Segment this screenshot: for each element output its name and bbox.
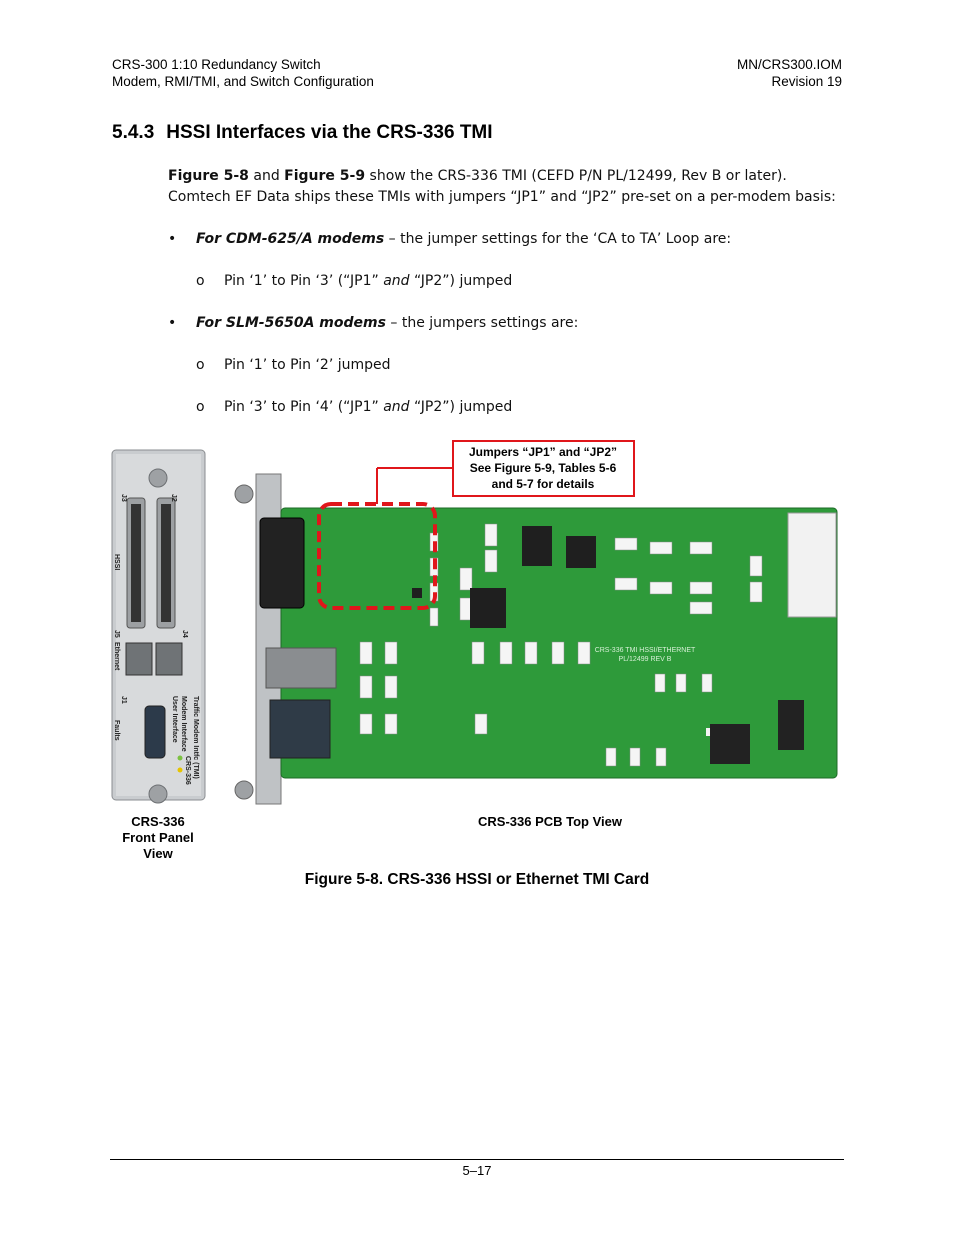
- label-j4: J4: [181, 630, 188, 638]
- intro-paragraph: Figure 5-8 and Figure 5-9 show the CRS-3…: [168, 166, 838, 208]
- sub-bullet-marker: o: [196, 399, 205, 415]
- header-doc-number: MN/CRS300.IOM: [736, 57, 842, 72]
- header-doc-title: CRS-300 1:10 Redundancy Switch: [112, 57, 321, 72]
- label-j5: J5: [113, 630, 120, 638]
- sub-text-a: Pin ‘1’ to Pin ‘2’ jumped: [224, 357, 391, 373]
- bullet-slm5650a: • For SLM-5650A modems – the jumpers sett…: [168, 313, 578, 334]
- sub-text-b: “JP2”) jumped: [409, 273, 513, 289]
- label-faults: Faults: [113, 720, 120, 741]
- sub-bullet: o Pin ‘3’ to Pin ‘4’ (“JP1” and “JP2”) ju…: [196, 397, 512, 418]
- bullet-text: – the jumpers settings are:: [385, 315, 579, 331]
- bullet-dot: •: [168, 231, 177, 247]
- intro-and: and: [248, 168, 285, 184]
- label-ui: User Interface: [171, 696, 178, 743]
- pcb-silkscreen-2: PL/12499 REV B: [619, 656, 672, 663]
- figure-ref-5-9[interactable]: Figure 5-9: [284, 168, 366, 184]
- footer-rule: [110, 1159, 844, 1160]
- page-header-left: CRS-300 1:10 Redundancy Switch Modem, RM…: [112, 56, 374, 90]
- bullet-dot: •: [168, 315, 177, 331]
- header-revision: Revision 19: [771, 74, 842, 89]
- pcb-top-view: CRS-336 TMI HSSI/ETHERNET PL/12499 REV B: [234, 473, 838, 805]
- bullet-cdm625: • For CDM-625/A modems – the jumper setti…: [168, 229, 731, 250]
- sub-bullet: o Pin ‘1’ to Pin ‘3’ (“JP1” and “JP2”) ju…: [196, 271, 512, 292]
- callout-line-2: See Figure 5-9, Tables 5-6: [470, 461, 617, 475]
- figure-caption: Figure 5-8. CRS-336 HSSI or Ethernet TMI…: [304, 871, 650, 888]
- front-label-2: Front Panel: [122, 830, 194, 845]
- header-chapter-title: Modem, RMI/TMI, and Switch Configuration: [112, 74, 374, 89]
- bullet-lead: For SLM-5650A modems: [196, 315, 386, 331]
- figure-ref-5-8[interactable]: Figure 5-8: [168, 168, 249, 184]
- callout-line-3: and 5-7 for details: [492, 477, 595, 491]
- pcb-label: CRS-336 PCB Top View: [478, 814, 623, 829]
- intro-text: show the CRS-336 TMI (CEFD P/N PL/12499,…: [168, 168, 836, 205]
- section-title: HSSI Interfaces via the CRS-336 TMI: [166, 122, 493, 143]
- label-traffic: Traffic Modem Intfc (TMI): [192, 696, 199, 779]
- section-heading: 5.4.3 HSSI Interfaces via the CRS-336 TMI: [112, 122, 493, 144]
- label-j1: J1: [120, 696, 127, 704]
- jumper-highlight-box: [317, 502, 437, 610]
- bullet-lead: For CDM-625/A modems: [196, 231, 385, 247]
- tmi-card-figure: J3 J2 HSSI J5 J4 Ethernet J1 Faults Traf…: [111, 440, 838, 861]
- page-number: 5–17: [462, 1163, 492, 1178]
- sub-text-a: Pin ‘3’ to Pin ‘4’ (“JP1”: [224, 399, 384, 415]
- label-j3: J3: [120, 494, 127, 502]
- callout-line-1: Jumpers “JP1” and “JP2”: [469, 445, 617, 459]
- sub-bullet: o Pin ‘1’ to Pin ‘2’ jumped: [196, 355, 391, 376]
- bullet-text: – the jumper settings for the ‘CA to TA’…: [384, 231, 732, 247]
- section-number: 5.4.3: [112, 122, 155, 143]
- sub-text-em: and: [383, 273, 410, 289]
- sub-bullet-marker: o: [196, 357, 205, 373]
- jumper-callout-box: [452, 440, 635, 497]
- page-header-right: MN/CRS300.IOM Revision 19: [737, 56, 842, 90]
- front-label-3: View: [143, 846, 173, 861]
- sub-text-a: Pin ‘1’ to Pin ‘3’ (“JP1”: [224, 273, 384, 289]
- sub-text-em: and: [383, 399, 410, 415]
- label-mi: Modem Interface: [180, 696, 187, 752]
- sub-bullet-marker: o: [196, 273, 205, 289]
- label-hssi: HSSI: [113, 554, 120, 570]
- pcb-silkscreen-1: CRS-336 TMI HSSI/ETHERNET: [595, 647, 696, 654]
- label-ethernet: Ethernet: [113, 642, 120, 671]
- front-label-1: CRS-336: [131, 814, 184, 829]
- label-j2: J2: [170, 494, 177, 502]
- label-model: CRS-336: [184, 756, 191, 785]
- front-panel: J3 J2 HSSI J5 J4 Ethernet J1 Faults Traf…: [111, 449, 206, 804]
- sub-text-b: “JP2”) jumped: [409, 399, 513, 415]
